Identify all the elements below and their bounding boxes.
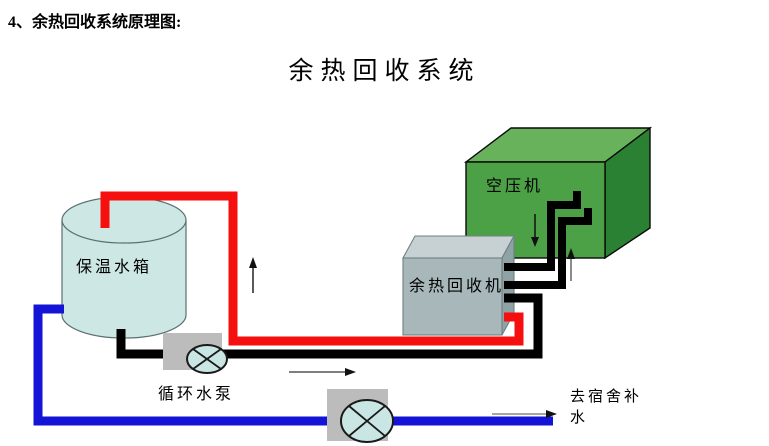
flow-arrow-up-hot-icon	[249, 257, 257, 293]
outlet-label-line1: 去宿舍补	[570, 388, 642, 405]
recovery-box-top	[402, 235, 515, 259]
water-tank-top	[61, 196, 187, 244]
flow-arrow-up-return-icon	[567, 248, 575, 281]
circulation-pump-icon	[186, 344, 228, 374]
flow-arrow-down-compressor-icon	[531, 214, 539, 247]
outlet-label-line2: 水	[570, 409, 588, 426]
circulation-pump-label: 循环水泵	[158, 385, 234, 403]
flow-arrow-right-outlet-icon	[492, 410, 557, 418]
flow-arrow-right-pipe-icon	[289, 368, 356, 376]
compressor-pipe-1	[504, 191, 581, 271]
tank-label: 保温水箱	[76, 258, 152, 276]
diagram-title: 余热回收系统	[288, 58, 481, 85]
hot-water-pipe	[100, 191, 524, 346]
recovery-unit-label: 余热回收机	[409, 276, 504, 295]
compressor-pipe-2	[504, 208, 592, 289]
tank-return-pipe	[116, 293, 543, 359]
recovery-box-front	[402, 257, 503, 336]
section-heading: 4、余热回收系统原理图:	[8, 14, 182, 31]
water-tank-body	[61, 219, 187, 339]
compressor-label: 空压机	[486, 177, 543, 195]
makeup-pump-icon	[340, 399, 394, 443]
cold-water-pipe	[33, 304, 553, 426]
